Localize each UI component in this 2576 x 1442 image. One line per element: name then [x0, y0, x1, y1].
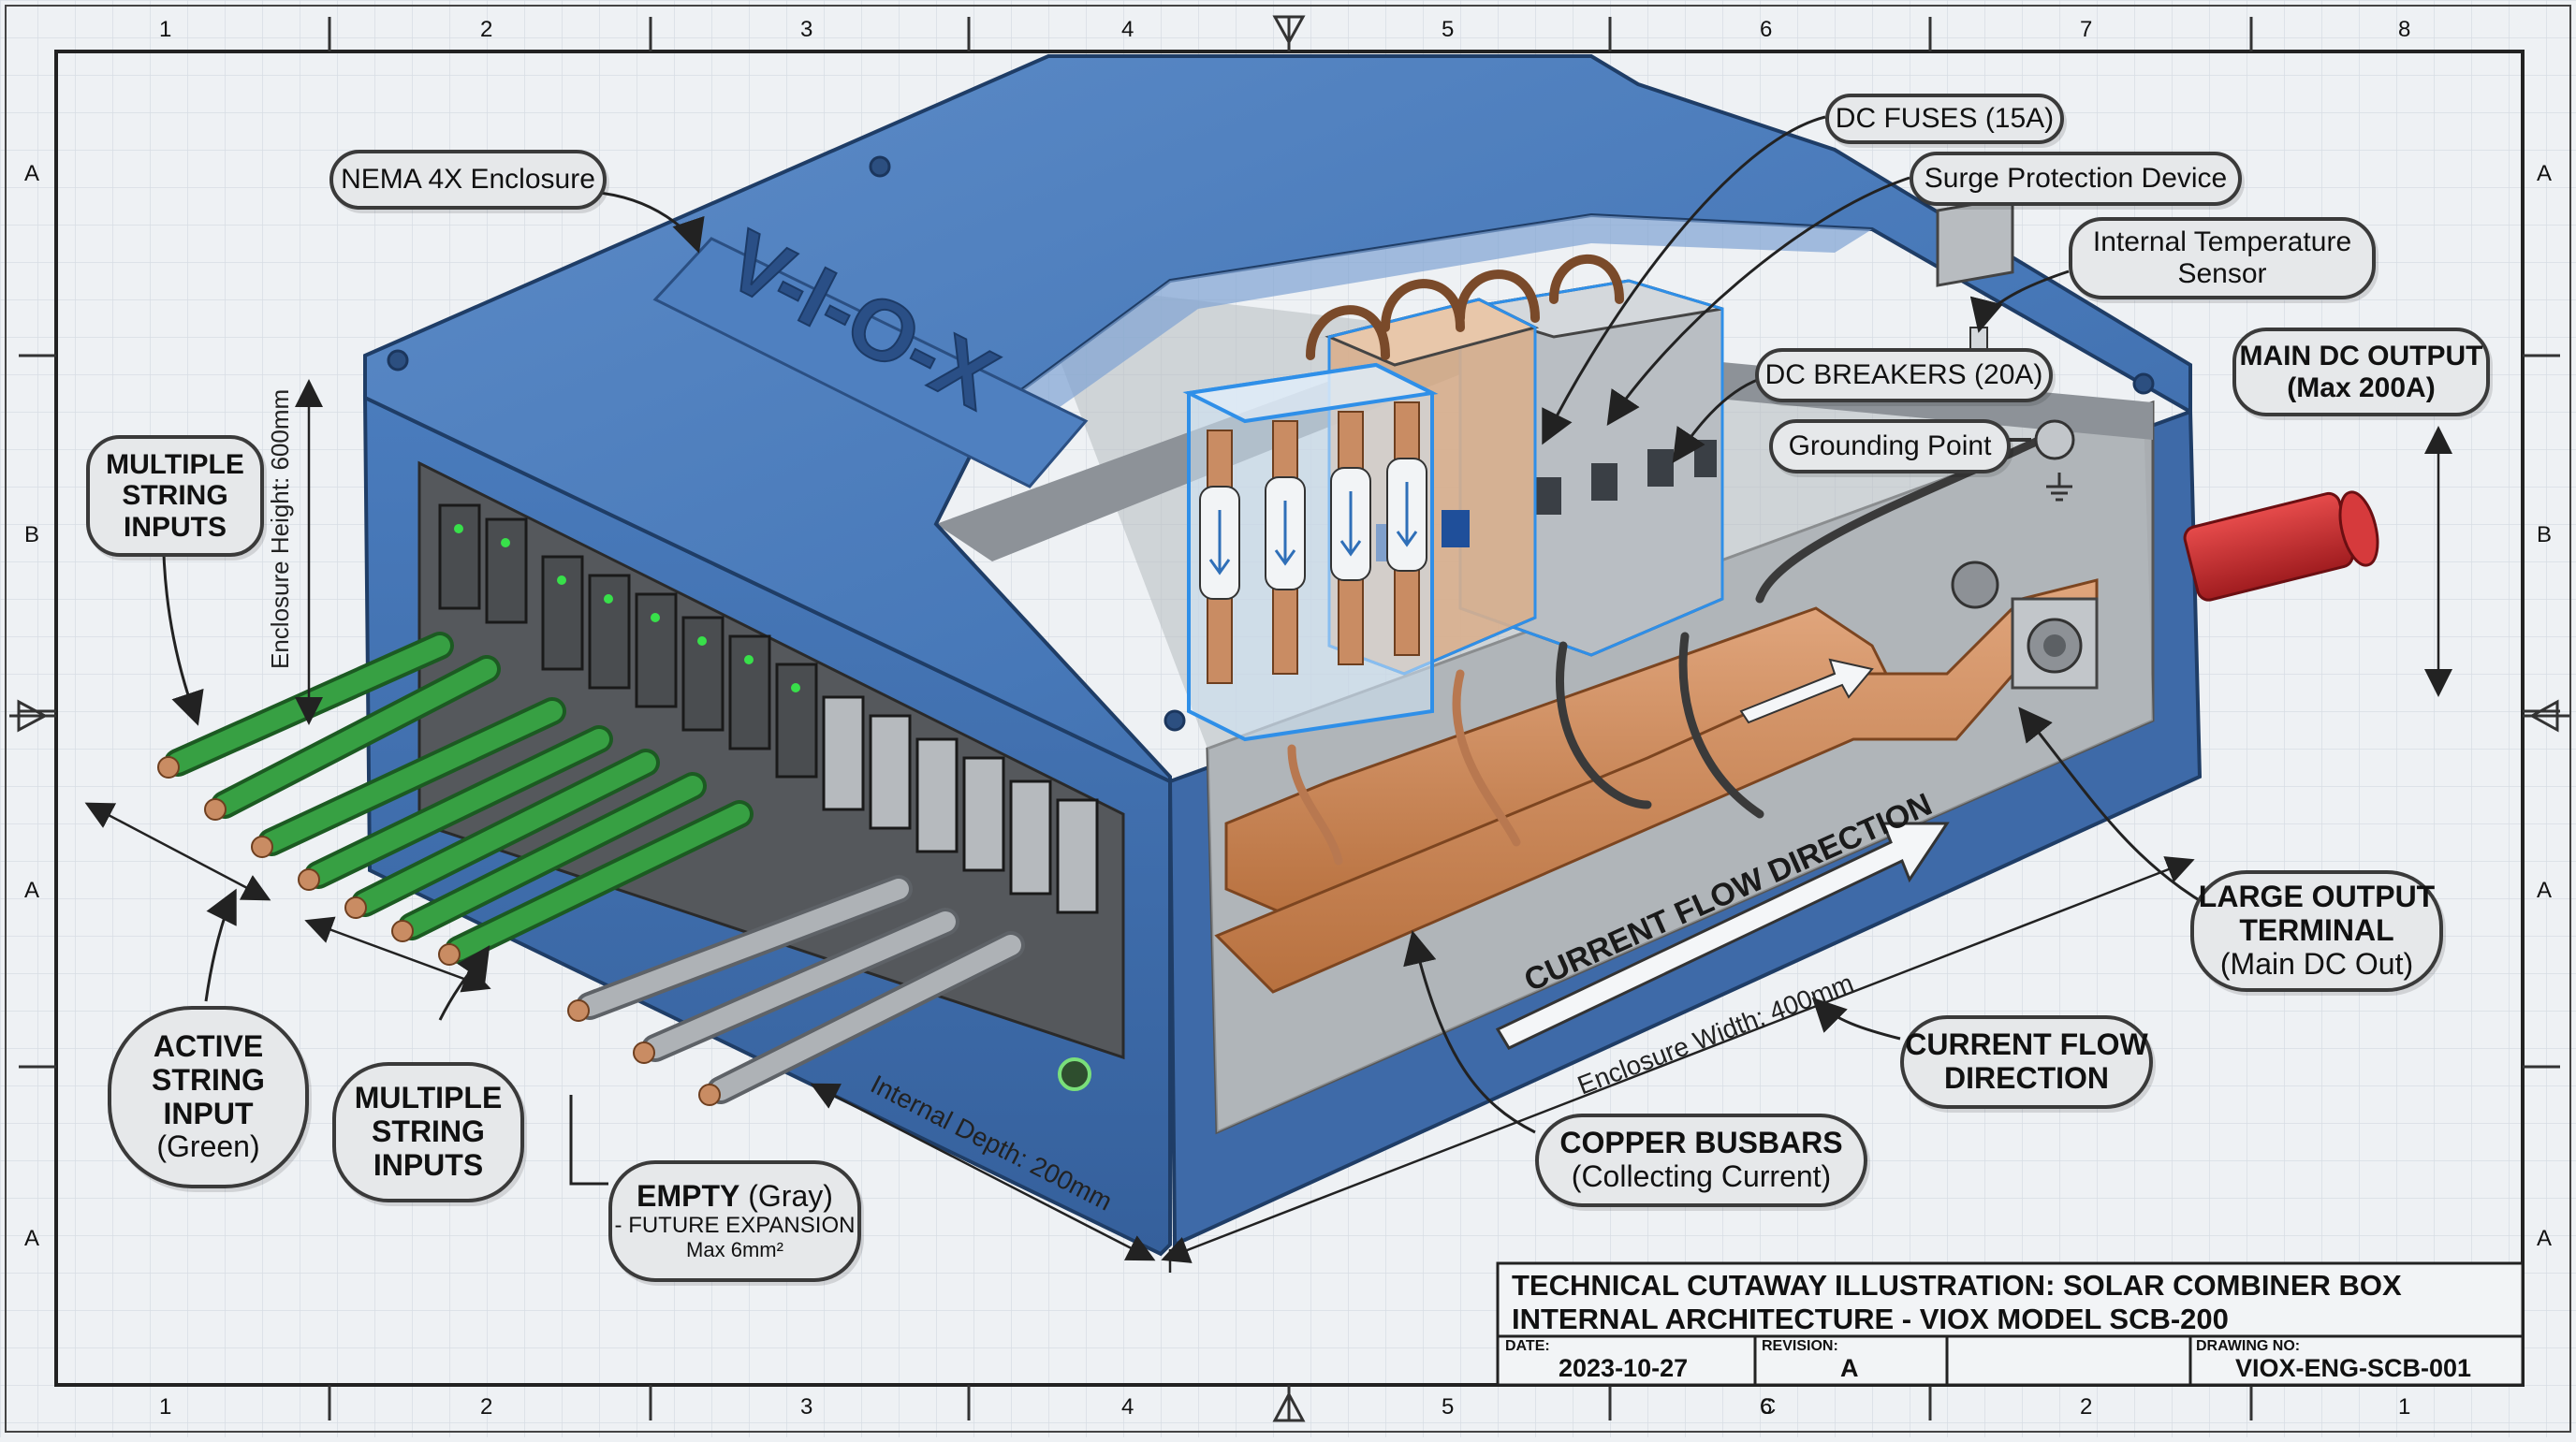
lid-screws [387, 155, 2155, 732]
callout-grounding-text: Grounding Point [1788, 430, 1992, 462]
callout-active-line3: INPUT [163, 1096, 254, 1130]
date-value: 2023-10-27 [1559, 1354, 1689, 1382]
callout-dc-breakers: DC BREAKERS (20A) [1755, 348, 2053, 402]
status-led [1058, 1057, 1091, 1091]
zone-col-1-bottom: 1 [159, 1394, 172, 1420]
title-line-1: TECHNICAL CUTAWAY ILLUSTRATION: SOLAR CO… [1512, 1269, 2402, 1302]
callout-multiple-string-inputs-bottom: MULTIPLE STRING INPUTS [332, 1062, 524, 1202]
callout-temp-line1: Internal Temperature [2092, 226, 2352, 258]
main-output-cable [2183, 490, 2379, 602]
zone-ticks [19, 17, 2560, 1420]
callout-copper-busbars: COPPER BUSBARS (Collecting Current) [1535, 1114, 1867, 1207]
callout-nema-text: NEMA 4X Enclosure [341, 164, 595, 196]
empty-string-wires [567, 875, 1025, 1106]
centering-marks [9, 15, 2569, 1422]
height-dimension-label: Enclosure Height: 600mm [266, 389, 294, 669]
callout-large-terminal-line1: LARGE OUTPUT [2198, 880, 2436, 914]
callout-temp-line2: Sensor [2177, 258, 2267, 289]
zone-col-6-bottom: 6 [1760, 1394, 1773, 1420]
zone-col-c-bottom: 2 [2080, 1394, 2093, 1420]
zone-row-a2-left: A [24, 878, 40, 903]
callout-active-line2: STRING [152, 1062, 265, 1097]
callout-main-output-line1: MAIN DC OUTPUT [2239, 340, 2483, 371]
output-terminal [1936, 196, 2099, 690]
callout-empty-line1b: (Gray) [748, 1179, 833, 1214]
zone-row-a-left: A [24, 161, 40, 186]
callout-msi-bottom-line3: INPUTS [373, 1147, 484, 1182]
callout-active-line4: (Green) [156, 1129, 260, 1164]
callout-dc-fuses-text: DC FUSES (15A) [1835, 103, 2055, 135]
callout-empty-line3: Max 6mm² [686, 1238, 783, 1262]
zone-col-2-bottom: 2 [480, 1394, 493, 1420]
callout-empty-line2: - FUTURE EXPANSION [614, 1213, 856, 1239]
callout-active-line1: ACTIVE [153, 1028, 264, 1063]
callout-msi-top-line3: INPUTS [123, 511, 227, 543]
title-block-frame [1496, 1261, 2525, 1387]
zone-col-1-top: 1 [159, 17, 172, 42]
callout-main-output-line2: (Max 200A) [2287, 371, 2436, 403]
busbar-flow-arrow [1739, 658, 1874, 724]
callout-flow-line2: DIRECTION [1944, 1061, 2109, 1095]
callout-active-string-input: ACTIVE STRING INPUT (Green) [108, 1006, 309, 1188]
zone-col-3-bottom: 3 [800, 1394, 813, 1420]
zone-col-3-top: 3 [800, 17, 813, 42]
zone-col-7-top: 7 [2080, 17, 2093, 42]
zone-col-2-top: 2 [480, 17, 493, 42]
callout-large-terminal-line2: TERMINAL [2239, 913, 2394, 948]
callout-surge-text: Surge Protection Device [1924, 163, 2228, 195]
callout-msi-bottom-line1: MULTIPLE [354, 1081, 503, 1115]
callout-grounding-point: Grounding Point [1769, 419, 2011, 473]
revision-label: REVISION: [1762, 1338, 1838, 1354]
callout-empty-line1: EMPTY [637, 1179, 740, 1214]
zone-row-a-right: A [2537, 161, 2553, 186]
callout-main-dc-output: MAIN DC OUTPUT (Max 200A) [2232, 328, 2490, 416]
zone-col-4-bottom: 4 [1121, 1394, 1134, 1420]
callout-flow-line1: CURRENT FLOW [1905, 1027, 2148, 1062]
callout-dc-fuses: DC FUSES (15A) [1825, 94, 2064, 144]
input-terminal-blocks [438, 503, 1099, 914]
date-label: DATE: [1505, 1338, 1550, 1354]
zone-row-b-left: B [24, 522, 40, 547]
callout-large-terminal-line3: (Main DC Out) [2219, 946, 2414, 981]
zone-col-5-bottom: 5 [1442, 1394, 1455, 1420]
zone-row-a3-left: A [24, 1226, 40, 1251]
callout-dc-breakers-text: DC BREAKERS (20A) [1764, 359, 2043, 391]
jumper-wires [1306, 254, 1624, 360]
dimension-lines [84, 379, 2452, 1273]
logo-plate [652, 237, 1089, 488]
callout-msi-top-line1: MULTIPLE [106, 448, 244, 480]
callout-empty-string-input: EMPTY (Gray) - FUTURE EXPANSION Max 6mm² [608, 1160, 861, 1282]
callout-multiple-string-inputs-top: MULTIPLE STRING INPUTS [86, 435, 264, 557]
interior-wiring [1287, 426, 2064, 866]
revision-value: A [1840, 1354, 1859, 1382]
callout-temperature-sensor: Internal Temperature Sensor [2069, 217, 2376, 299]
title-line-2: INTERNAL ARCHITECTURE - VIOX MODEL SCB-2… [1512, 1303, 2229, 1335]
callout-busbars-line1: COPPER BUSBARS [1559, 1126, 1843, 1160]
callout-current-flow-direction: CURRENT FLOW DIRECTION [1900, 1015, 2153, 1109]
drawing-number-label: DRAWING NO: [2196, 1338, 2301, 1354]
callout-busbars-line2: (Collecting Current) [1571, 1159, 1832, 1193]
dc-fuses [1182, 362, 1439, 742]
zone-col-extra-bottom: C [1760, 1394, 1777, 1420]
zone-col-5-top: 5 [1442, 17, 1455, 42]
drawing-number-value: VIOX-ENG-SCB-001 [2235, 1354, 2472, 1382]
callout-surge-protection: Surge Protection Device [1910, 152, 2242, 206]
zone-row-b-right: B [2537, 522, 2553, 547]
callout-nema-enclosure: NEMA 4X Enclosure [329, 150, 607, 210]
callout-large-output-terminal: LARGE OUTPUT TERMINAL (Main DC Out) [2190, 870, 2443, 992]
zone-col-8-top: 8 [2398, 17, 2411, 42]
zone-row-a3-right: A [2537, 1226, 2553, 1251]
zone-col-1b-bottom: 1 [2398, 1394, 2411, 1420]
zone-col-4-top: 4 [1121, 17, 1134, 42]
callout-msi-top-line2: STRING [122, 480, 228, 512]
zone-row-a2-right: A [2537, 878, 2553, 903]
callout-msi-bottom-line2: STRING [372, 1114, 485, 1149]
zone-col-6-top: 6 [1760, 17, 1773, 42]
active-string-wires [157, 632, 754, 966]
